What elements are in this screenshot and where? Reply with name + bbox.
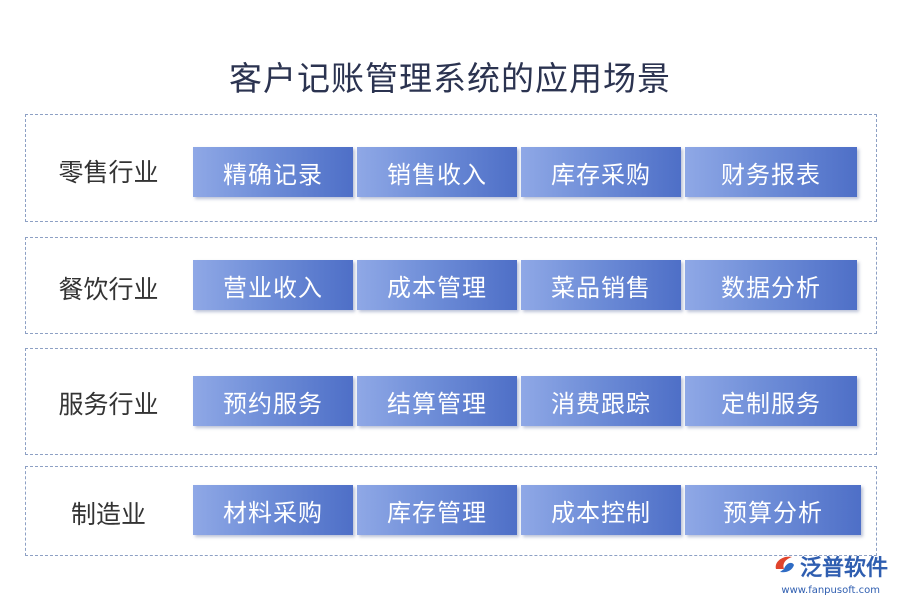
feature-chip: 数据分析 <box>685 260 857 310</box>
feature-chip: 精确记录 <box>193 147 353 197</box>
page-title: 客户记账管理系统的应用场景 <box>229 59 671 98</box>
feature-chip: 定制服务 <box>685 376 857 426</box>
feature-chip: 库存管理 <box>357 485 517 535</box>
feature-chip: 消费跟踪 <box>521 376 681 426</box>
feature-chip: 预约服务 <box>193 376 353 426</box>
feature-chip: 预算分析 <box>685 485 861 535</box>
feature-chip: 销售收入 <box>357 147 517 197</box>
feature-chip: 成本管理 <box>357 260 517 310</box>
row-label: 餐饮行业 <box>58 275 159 304</box>
feature-chip: 材料采购 <box>193 485 353 535</box>
brand-logo: 泛普软件 <box>772 550 888 582</box>
feature-chip: 财务报表 <box>685 147 857 197</box>
industry-row-service: 服务行业 预约服务 结算管理 消费跟踪 定制服务 <box>25 348 877 455</box>
industry-row-retail: 零售行业 精确记录 销售收入 库存采购 财务报表 <box>25 114 877 222</box>
feature-chip: 营业收入 <box>193 260 353 310</box>
logo-url: www.fanpusoft.com <box>781 585 880 596</box>
feature-chip: 库存采购 <box>521 147 681 197</box>
row-label: 服务行业 <box>58 390 159 419</box>
industry-row-catering: 餐饮行业 营业收入 成本管理 菜品销售 数据分析 <box>25 237 877 334</box>
fanpu-logo-icon <box>772 553 796 579</box>
row-label: 制造业 <box>70 500 146 529</box>
industry-row-manufacturing: 制造业 材料采购 库存管理 成本控制 预算分析 <box>25 466 877 556</box>
feature-chip: 结算管理 <box>357 376 517 426</box>
logo-text: 泛普软件 <box>799 556 888 581</box>
feature-chip: 成本控制 <box>521 485 681 535</box>
feature-chip: 菜品销售 <box>521 260 681 310</box>
row-label: 零售行业 <box>58 158 159 187</box>
